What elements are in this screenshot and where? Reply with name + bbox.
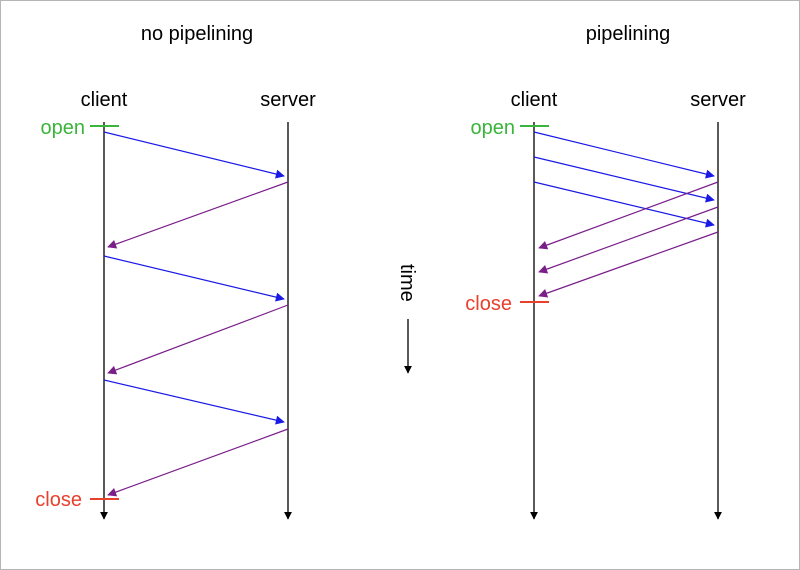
open-label: open bbox=[41, 117, 86, 139]
panel-title: pipelining bbox=[586, 23, 671, 45]
close-label: close bbox=[465, 293, 512, 315]
response-arrow bbox=[107, 428, 289, 497]
close-label: close bbox=[35, 489, 82, 511]
request-arrow bbox=[103, 131, 285, 179]
response-arrow bbox=[538, 231, 719, 298]
response-arrow bbox=[107, 181, 289, 249]
request-arrow bbox=[533, 156, 715, 203]
panel-title: no pipelining bbox=[141, 23, 253, 45]
open-label: open bbox=[471, 117, 516, 139]
request-arrow bbox=[533, 131, 715, 179]
time-axis: time bbox=[396, 264, 418, 374]
response-arrow bbox=[107, 304, 289, 375]
request-arrow bbox=[103, 379, 285, 425]
request-arrow bbox=[533, 181, 715, 228]
panel-no-pipelining: no pipelining client server open close bbox=[35, 23, 316, 520]
client-label: client bbox=[511, 89, 558, 111]
server-label: server bbox=[690, 89, 746, 111]
response-arrow bbox=[538, 181, 719, 250]
time-label: time bbox=[396, 264, 418, 302]
panel-pipelining: pipelining client server open close bbox=[465, 23, 746, 520]
server-label: server bbox=[260, 89, 316, 111]
response-arrow bbox=[538, 206, 719, 274]
request-arrow bbox=[103, 255, 285, 302]
client-label: client bbox=[81, 89, 128, 111]
